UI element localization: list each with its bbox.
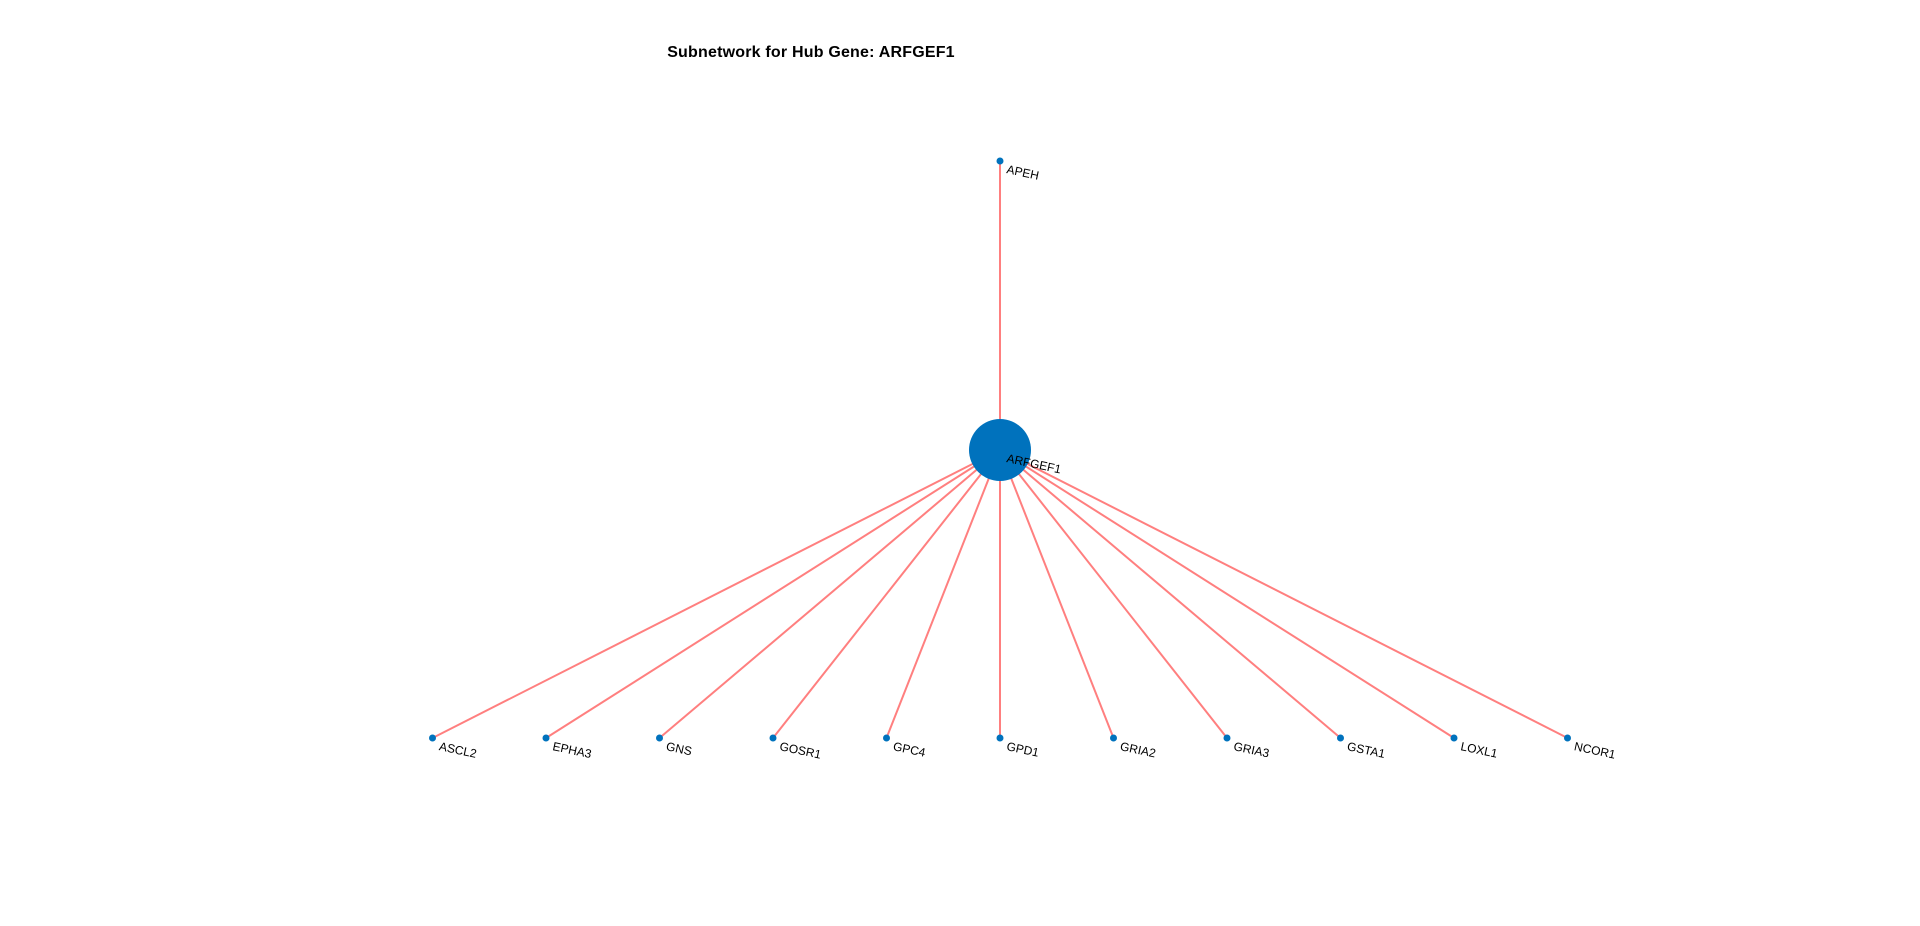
edge-arfgef1-gria3 — [999, 449, 1228, 739]
node-label-ascl2: ASCL2 — [438, 739, 478, 761]
node-gpd1 — [996, 734, 1004, 742]
node-gosr1 — [769, 734, 777, 742]
node-gria3 — [1223, 734, 1231, 742]
node-label-gosr1: GOSR1 — [778, 739, 822, 761]
node-label-gria2: GRIA2 — [1119, 739, 1157, 760]
edge-arfgef1-gns — [658, 449, 1001, 739]
node-epha3 — [542, 734, 550, 742]
node-layer — [429, 157, 1571, 742]
edge-arfgef1-gria2 — [999, 449, 1115, 739]
node-ncor1 — [1564, 734, 1571, 742]
node-loxl1 — [1450, 734, 1458, 742]
node-label-ncor1: NCOR1 — [1573, 739, 1617, 761]
node-label-loxl1: LOXL1 — [1459, 739, 1499, 761]
node-label-gpd1: GPD1 — [1005, 739, 1040, 760]
node-gria2 — [1110, 734, 1117, 742]
node-label-gns: GNS — [665, 739, 693, 758]
edge-arfgef1-ascl2 — [432, 449, 1001, 739]
edge-arfgef1-gsta1 — [999, 449, 1342, 739]
node-label-gsta1: GSTA1 — [1346, 739, 1387, 761]
node-label-gpc4: GPC4 — [892, 739, 927, 760]
edge-layer — [432, 161, 1568, 739]
edge-arfgef1-gpc4 — [885, 449, 1001, 739]
node-arfgef1 — [969, 419, 1031, 481]
node-apeh — [996, 157, 1004, 165]
node-gpc4 — [883, 734, 890, 742]
edge-arfgef1-loxl1 — [999, 449, 1455, 739]
edge-arfgef1-gosr1 — [772, 449, 1001, 739]
node-gns — [656, 734, 663, 742]
page-title: Subnetwork for Hub Gene: ARFGEF1 — [667, 44, 955, 61]
node-ascl2 — [429, 734, 436, 742]
node-label-gria3: GRIA3 — [1232, 739, 1270, 760]
edge-arfgef1-epha3 — [545, 449, 1001, 739]
node-gsta1 — [1337, 734, 1344, 742]
edge-arfgef1-ncor1 — [999, 449, 1568, 739]
node-label-epha3: EPHA3 — [551, 739, 593, 761]
node-label-apeh: APEH — [1005, 162, 1040, 182]
